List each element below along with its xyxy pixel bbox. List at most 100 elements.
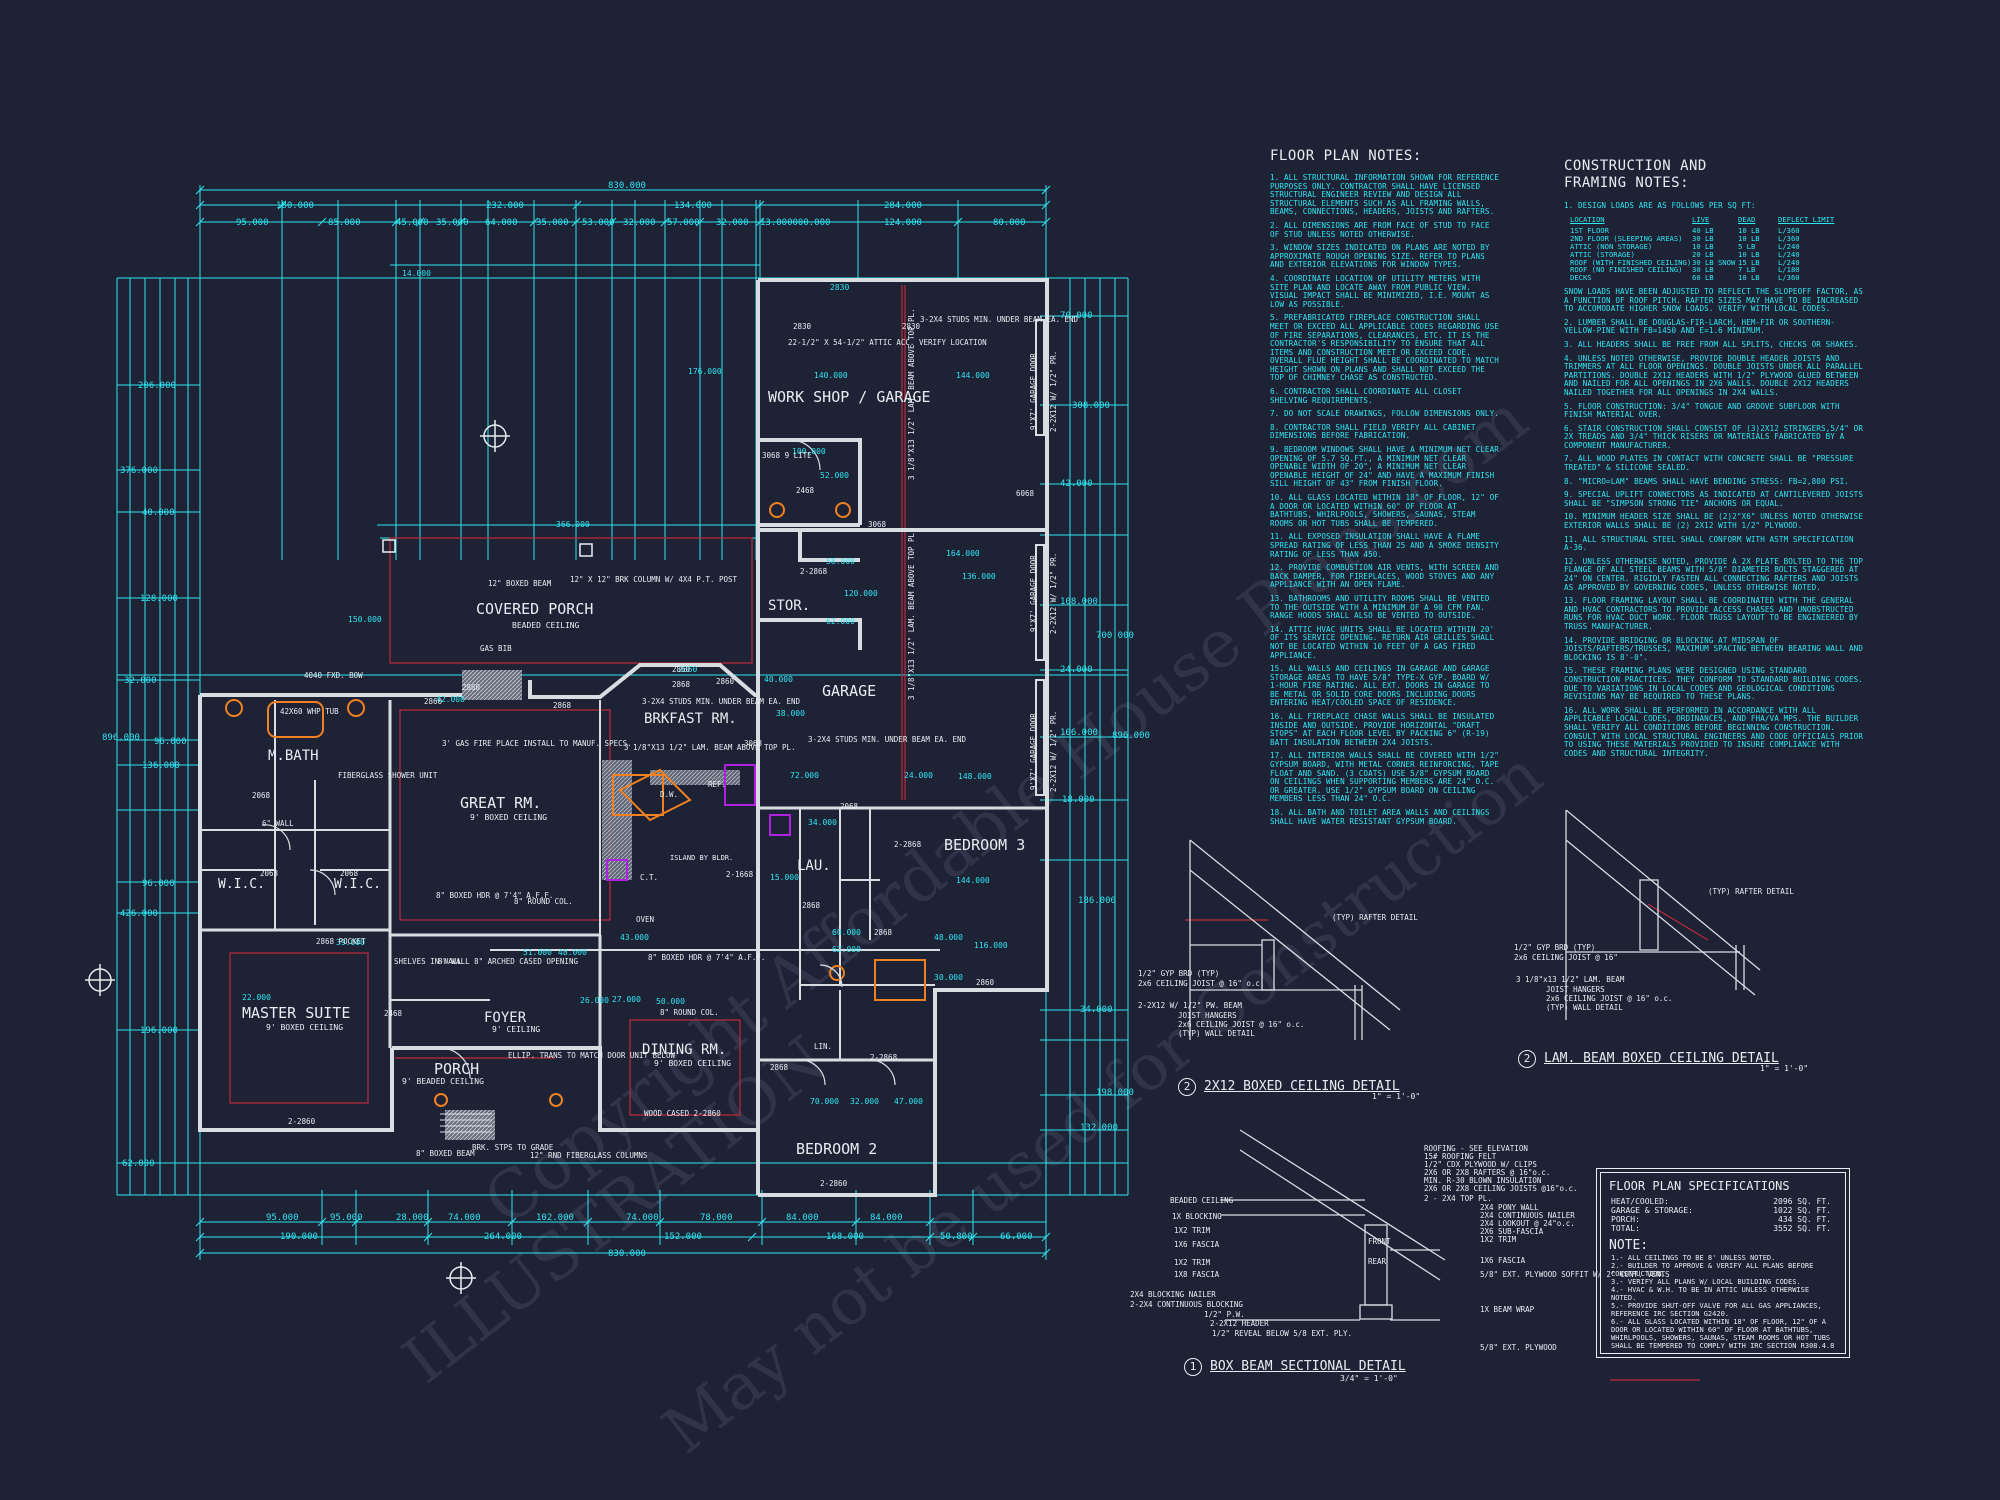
detail-label: 3 1/8"x13 1/2" LAM. BEAM <box>1516 975 1625 984</box>
callout-shower: FIBERGLASS SHOWER UNIT <box>338 771 438 780</box>
dim-label: 186.000 <box>1078 896 1116 906</box>
dim-label: 116.000 <box>974 941 1008 950</box>
dim-label: 13.000000.000 <box>760 218 830 228</box>
floor-note-item: 9. BEDROOM WINDOWS SHALL HAVE A MINIMUM … <box>1270 445 1499 489</box>
floor-note-item: 6. CONTRACTOR SHALL COORDINATE ALL CLOSE… <box>1270 387 1462 405</box>
load-cell: 30 LB <box>1692 265 1714 275</box>
door-label: 2468 <box>384 1009 403 1018</box>
load-cell: 15 LB <box>1738 257 1760 267</box>
load-cell: ROOF (NO FINISHED CEILING) <box>1570 265 1683 275</box>
dim-label: 50.800 <box>940 1232 973 1242</box>
spec-note: 5.- PROVIDE SHUT-OFF VALVE FOR ALL GAS A… <box>1611 1302 1822 1318</box>
construction-note-item: 9. SPECIAL UPLIFT CONNECTORS AS INDICATE… <box>1564 490 1863 508</box>
dim-label: 198.000 <box>1096 1088 1134 1098</box>
callout-studs: 3-2X4 STUDS MIN. UNDER BEAM EA. END <box>808 735 967 744</box>
dim-label: 308.000 <box>1072 401 1110 411</box>
room-sub-great-room: 9' BOXED CEILING <box>470 813 547 822</box>
door-label: 2-2860 <box>820 1179 848 1188</box>
dim-label: 376.000 <box>120 466 158 476</box>
detail-number: 2 <box>1518 1050 1536 1068</box>
door-label: 2860 <box>424 697 443 706</box>
dim-label: 264.000 <box>484 1232 522 1242</box>
dimension-ticks <box>195 185 1051 1258</box>
door-label: 2068 <box>840 802 859 811</box>
dim-label: 366.000 <box>556 520 590 529</box>
detail-label: (TYP) WALL DETAIL <box>1178 1029 1255 1038</box>
detail-label: 2X4 PONY WALL <box>1480 1203 1539 1212</box>
construction-notes-intro: 1. DESIGN LOADS ARE AS FOLLOWS PER SQ FT… <box>1564 201 1756 210</box>
dim-label: 896.000 <box>102 733 140 743</box>
spec-value: 3552 SQ. FT. <box>1773 1224 1831 1233</box>
spec-note: 1.- ALL CEILINGS TO BE 8' UNLESS NOTED. <box>1611 1254 1776 1262</box>
construction-note-item: 2. LUMBER SHALL BE DOUGLAS-FIR-LARCH, HE… <box>1564 317 1835 336</box>
load-cell: L/240 <box>1778 241 1800 251</box>
door-label: 2868 <box>770 1063 789 1072</box>
floor-note-item: 12. PROVIDE COMBUSTION AIR VENTS, WITH S… <box>1270 563 1499 590</box>
floor-plan-notes: FLOOR PLAN NOTES: 1. ALL STRUCTURAL INFO… <box>1270 148 1502 831</box>
door-label: 2830 <box>902 322 921 331</box>
porch-steps <box>440 1113 492 1133</box>
floor-note-item: 8. CONTRACTOR SHALL FIELD VERIFY ALL CAB… <box>1270 422 1476 441</box>
load-cell: 10 LB <box>1738 273 1760 283</box>
detail-labels: (TYP) RAFTER DETAIL 1/2" GYP BRD (TYP) 2… <box>1130 887 1794 1352</box>
callout-fixed-window: 4040 FXD. BOW <box>304 671 363 680</box>
dim-label: 2860 <box>678 665 697 674</box>
callout-garage-door: 9'X7' GARAGE DOOR <box>1029 713 1038 790</box>
detail-label: ROOFING - SEE ELEVATION <box>1424 1144 1528 1153</box>
floor-note-item: 11. ALL EXPOSED INSULATION SHALL HAVE A … <box>1270 532 1499 559</box>
detail-label: 2X6 OR 2X8 CEILING JOISTS @16"o.c. <box>1424 1184 1578 1193</box>
dim-label: 95.000 <box>236 218 269 228</box>
construction-note-item: 10. MINIMUM HEADER SIZE SHALL BE (2)2"X6… <box>1564 512 1863 531</box>
construction-note-item: 8. "MICRO=LAM" BEAMS SHALL HAVE BENDING … <box>1564 476 1849 486</box>
load-cell: 10 LB <box>1738 234 1760 244</box>
dim-label: 32.000 <box>716 218 749 228</box>
floor-note-item: 7. DO NOT SCALE DRAWINGS, FOLLOW DIMENSI… <box>1270 409 1499 419</box>
dim-label: 74.000 <box>448 1213 481 1223</box>
dim-label: 58.000 <box>826 557 855 566</box>
callout-round-column: 8" ROUND COL. <box>514 897 573 906</box>
door-label: 2860 <box>462 683 481 692</box>
dim-label: 48.000 <box>558 948 587 957</box>
floor-note-item: 1. ALL STRUCTURAL INFORMATION SHOWN FOR … <box>1270 173 1499 217</box>
room-name-laundry: LAU. <box>797 858 831 874</box>
door-label: 6068 <box>1016 489 1035 498</box>
dim-label: 60.000 <box>832 928 861 937</box>
dim-label: 70.000 <box>1060 311 1093 321</box>
room-labels: WORK SHOP / GARAGE COVERED PORCH BEADED … <box>218 388 1025 1158</box>
dim-label: 57.000 <box>667 218 700 228</box>
dim-label: 144.000 <box>956 876 990 885</box>
load-cell: 1ST FLOOR <box>1570 226 1609 236</box>
load-cell: L/360 <box>1778 226 1800 236</box>
dim-label: 78.000 <box>700 1213 733 1223</box>
door-label: 2868 <box>802 901 821 910</box>
construction-notes-list: SNOW LOADS HAVE BEEN ADJUSTED TO REFLECT… <box>1564 287 1866 758</box>
rotated-callouts: 3 1/8"X13 1/2" LAM. BEAM ABOVE TOP PL. 3… <box>907 308 1058 792</box>
dim-label: 48.000 <box>934 933 963 942</box>
dim-label: 426.000 <box>120 909 158 919</box>
dim-label: 190.000 <box>280 1232 318 1242</box>
dim-label: 45.000 <box>396 218 429 228</box>
dim-label: 66.000 <box>1000 1232 1033 1242</box>
detail-label: 1/2" P.W. <box>1204 1310 1245 1319</box>
load-cell: 30 LB <box>1692 234 1714 244</box>
callout-garage-door: 9'X7' GARAGE DOOR <box>1029 353 1038 430</box>
room-name-breakfast: BRKFAST RM. <box>644 711 737 727</box>
floor-note-item: 5. PREFABRICATED FIREPLACE CONSTRUCTION … <box>1270 313 1499 383</box>
room-name-dining-room: DINING RM. <box>642 1042 726 1058</box>
detail-label: 2x6 CEILING JOIST @ 16" o.c. <box>1178 1020 1304 1029</box>
dim-label: 39.000 <box>336 938 365 947</box>
door-label: 2860 <box>672 665 691 674</box>
construction-note-item: 16. ALL WORK SHALL BE PERFORMED IN ACCOR… <box>1564 705 1863 758</box>
callout-boxed-header: 8" BOXED HDR @ 7'4" A.F.F. <box>648 953 765 962</box>
door-label: 2-2868 <box>800 567 828 576</box>
detail-scale: 1" = 1'-0" <box>1372 1092 1421 1101</box>
spec-value: 434 SQ. FT. <box>1778 1215 1831 1224</box>
callout-wood-cased: WOOD CASED 2-2860 <box>644 1109 721 1118</box>
dim-label: 62.000 <box>826 617 855 626</box>
floor-note-item: 18. ALL BATH AND TOILET AREA WALLS AND C… <box>1270 808 1490 826</box>
specs-notes: 1.- ALL CEILINGS TO BE 8' UNLESS NOTED.2… <box>1601 1254 1845 1350</box>
